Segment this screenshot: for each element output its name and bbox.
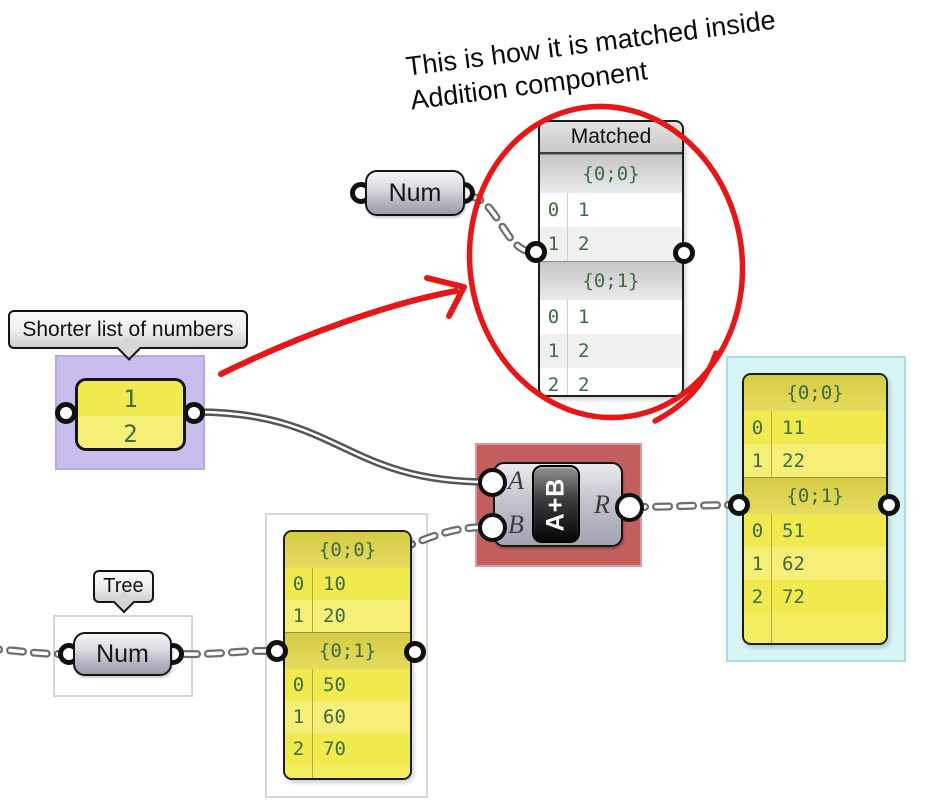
panel-row: 2 70 — [285, 733, 410, 765]
row-index: 1 — [285, 701, 313, 733]
callout-tree-label: Tree — [103, 575, 144, 597]
row-value: 2 — [578, 374, 590, 396]
num-bottom-component[interactable]: Num — [73, 632, 172, 676]
wire-panel-to-b[interactable] — [396, 523, 490, 553]
row-index: 0 — [540, 193, 568, 227]
tree-path-band: {0;1} — [285, 632, 410, 669]
matched-panel-title: Matched — [540, 122, 682, 154]
callout-tree[interactable]: Tree — [93, 570, 154, 614]
panel-row: 1 62 — [744, 547, 886, 580]
tree-path-band: {0;0} — [540, 154, 682, 193]
result-panel-output-connector[interactable] — [878, 494, 900, 516]
callout-shorter-list[interactable]: Shorter list of numbers — [8, 310, 248, 361]
row-value: 20 — [323, 605, 346, 627]
tree-path-band: {0;0} — [744, 375, 886, 411]
panel-row: 1 60 — [285, 701, 410, 733]
panel-value: 2 — [78, 416, 183, 448]
row-index: 1 — [744, 547, 772, 580]
wire-r-to-result[interactable] — [628, 501, 740, 511]
short-list-panel[interactable]: 1 2 — [75, 378, 186, 451]
row-value: 62 — [782, 552, 805, 575]
wire-shortlist-to-a[interactable] — [195, 408, 489, 486]
panel-value: 1 — [78, 381, 183, 416]
panel-row: 0 11 — [744, 411, 886, 444]
wire-num-bottom-to-panel[interactable] — [180, 646, 276, 659]
row-index: 0 — [285, 568, 313, 600]
row-value: 22 — [782, 449, 805, 472]
addition-input-b-label: B — [508, 510, 524, 539]
addition-input-b-connector[interactable] — [478, 513, 507, 542]
tree-path-band: {0;0} — [285, 532, 410, 568]
row-value: 11 — [782, 416, 805, 439]
panel-row: 1 22 — [744, 444, 886, 477]
matched-panel[interactable]: Matched {0;0} 0 1 1 2 {0;1} 0 1 1 2 2 2 — [538, 120, 684, 397]
row-value: 10 — [323, 573, 346, 595]
short-list-output-connector[interactable] — [183, 402, 205, 424]
result-panel-input-connector[interactable] — [728, 494, 750, 516]
row-index: 1 — [540, 334, 568, 368]
row-index: 0 — [744, 411, 772, 444]
panel-row: 1 2 — [540, 334, 682, 368]
row-index: 2 — [540, 368, 568, 395]
row-index: 0 — [540, 300, 568, 334]
row-value: 2 — [578, 340, 590, 362]
panel-row: 0 51 — [744, 514, 886, 547]
matched-panel-input-connector[interactable] — [525, 241, 547, 263]
row-index: 0 — [285, 669, 313, 701]
row-index: 2 — [744, 580, 772, 613]
wire-edge-to-num-bottom[interactable] — [0, 645, 66, 658]
short-list-input-connector[interactable] — [55, 402, 77, 424]
row-value: 1 — [578, 199, 590, 221]
matched-panel-output-connector[interactable] — [673, 242, 695, 264]
tree-path-band: {0;1} — [744, 477, 886, 514]
panel-row: 1 2 — [540, 227, 682, 261]
panel-row: 0 1 — [540, 300, 682, 334]
addition-output-r-connector[interactable] — [615, 493, 644, 522]
tree-path-band: {0;1} — [540, 261, 682, 300]
result-panel[interactable]: {0;0} 0 11 1 22 {0;1} 0 51 1 62 2 72 — [742, 373, 888, 645]
num-bottom-label: Num — [96, 639, 149, 668]
panel-row: 0 1 — [540, 193, 682, 227]
row-value: 50 — [323, 674, 346, 696]
callout-shorter-list-label: Shorter list of numbers — [22, 317, 234, 341]
row-value: 2 — [578, 233, 590, 255]
row-value: 1 — [578, 306, 590, 328]
panel-row: 2 2 — [540, 368, 682, 396]
panel-row: 2 72 — [744, 580, 886, 613]
row-value: 72 — [782, 585, 805, 608]
tree-input-panel-input-connector[interactable] — [266, 640, 288, 662]
addition-badge-label: A+B — [541, 477, 570, 531]
row-index: 1 — [285, 600, 313, 632]
tree-input-panel[interactable]: {0;0} 0 10 1 20 {0;1} 0 50 1 60 2 70 — [283, 530, 412, 780]
panel-row: 1 20 — [285, 600, 410, 632]
row-value: 70 — [323, 738, 346, 760]
wire-num-to-matched[interactable] — [464, 192, 536, 256]
panel-row: 0 10 — [285, 568, 410, 600]
row-index: 2 — [285, 733, 313, 765]
addition-badge[interactable]: A+B — [532, 465, 580, 543]
panel-filler — [744, 613, 886, 643]
row-index: 0 — [744, 514, 772, 547]
row-index: 1 — [744, 444, 772, 477]
tree-input-panel-output-connector[interactable] — [404, 641, 426, 663]
addition-input-a-connector[interactable] — [478, 468, 507, 497]
panel-row: 0 50 — [285, 669, 410, 701]
num-top-component[interactable]: Num — [365, 170, 465, 216]
panel-filler — [285, 765, 410, 778]
addition-output-r-label: R — [594, 490, 610, 519]
row-value: 51 — [782, 519, 805, 542]
addition-input-a-label: A — [508, 466, 524, 495]
row-value: 60 — [323, 706, 346, 728]
num-top-label: Num — [388, 178, 442, 207]
